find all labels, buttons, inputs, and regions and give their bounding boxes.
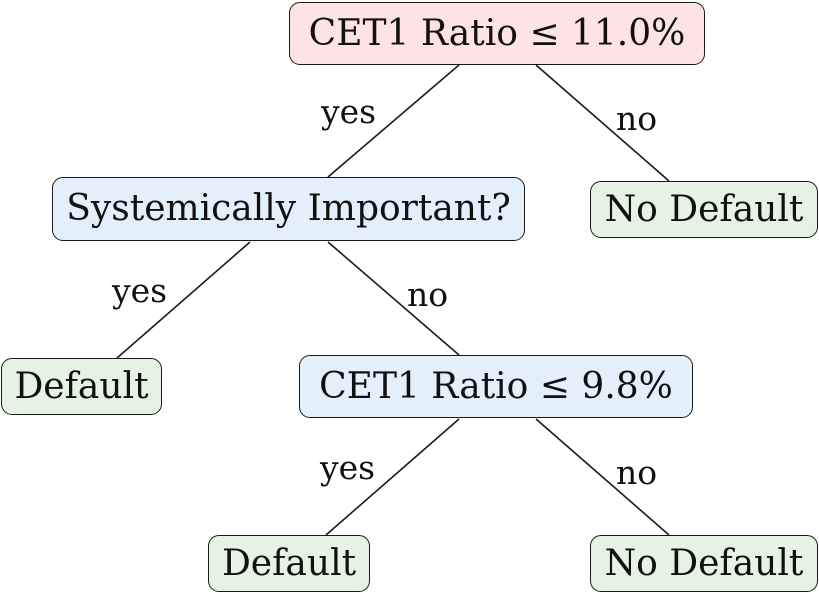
edge-label-root-yes: yes [321,92,377,131]
edge-systemic-no [327,241,460,356]
edge-label-root-no: no [616,99,658,138]
root-no-leaf: No Default [590,181,818,238]
cet1-low-node-label: CET1 Ratio ≤ 9.8% [319,365,673,407]
low-yes-leaf: Default [208,535,370,592]
low-no-leaf: No Default [590,535,818,592]
edge-root-no [535,64,670,182]
systemic-node-label: Systemically Important? [66,188,511,229]
edge-label-low-yes: yes [320,448,376,487]
edge-label-low-no: no [616,453,658,492]
low-no-leaf-label: No Default [604,542,804,584]
edge-systemic-yes [116,241,251,359]
systemic-yes-leaf: Default [1,358,162,415]
root-node: CET1 Ratio ≤ 11.0% [289,2,705,65]
systemic-yes-leaf-label: Default [14,365,149,407]
systemic-node: Systemically Important? [52,177,525,241]
edge-label-systemic-no: no [407,275,449,314]
edge-label-systemic-yes: yes [112,271,168,310]
low-yes-leaf-label: Default [221,542,357,584]
edge-root-yes [327,64,460,178]
edge-low-yes [325,418,460,536]
root-node-label: CET1 Ratio ≤ 11.0% [308,12,686,54]
edge-low-no [535,418,670,536]
cet1-low-node: CET1 Ratio ≤ 9.8% [299,355,693,418]
root-no-leaf-label: No Default [604,188,804,230]
